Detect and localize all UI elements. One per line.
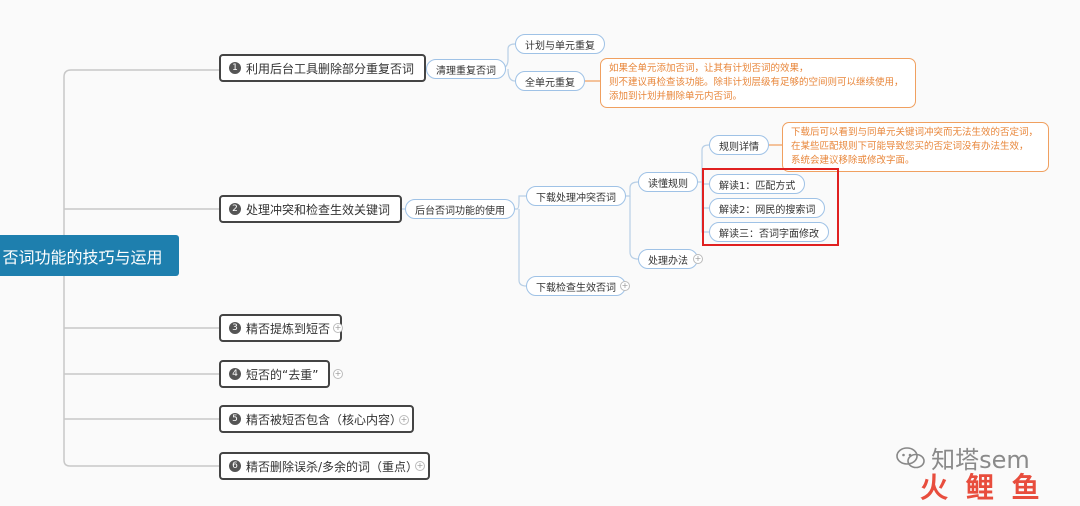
branch-label: 短否的“去重” [246,367,319,382]
branch-label: 精否被短否包含（核心内容） [246,412,403,427]
watermark-brand-text: 火 鲤 鱼 [920,471,1044,504]
subtopic-label: 下载检查生效否词 [536,282,616,294]
b2-rule-detail[interactable]: 规则详情 [709,135,769,155]
subtopic-label: 解读三：否词字面修改 [719,228,819,240]
subtopic-label: 解读1：匹配方式 [719,180,796,192]
watermark-text: 知塔sem [931,446,1030,474]
subtopic-label: 后台否词功能的使用 [415,205,505,217]
b1-child-plan-unit-duplicate[interactable]: 计划与单元重复 [515,34,605,54]
expand-icon[interactable]: + [333,323,343,333]
b2-handling-method[interactable]: 处理办法 [638,249,698,269]
branch-number-badge: 4 [229,368,241,380]
subtopic-label: 读懂规则 [648,178,688,190]
connector-line [690,144,710,183]
branch-number-badge: 6 [229,460,241,472]
wechat-icon [896,446,926,469]
b2-explain-2[interactable]: 解读2：网民的搜索词 [709,198,826,218]
expand-icon[interactable]: + [415,461,425,471]
b2-explain-3[interactable]: 解读三：否词字面修改 [709,222,829,242]
connector-line [63,69,219,78]
branch-4[interactable]: 4 短否的“去重” [219,360,331,388]
branch-2[interactable]: 2 处理冲突和检查生效关键词 [219,195,403,223]
root-topic-label: 否词功能的技巧与运用 [2,247,163,267]
branch-1[interactable]: 1 利用后台工具删除部分重复否词 [219,54,427,82]
branch-number-badge: 5 [229,413,241,425]
b2-understand-rules[interactable]: 读懂规则 [638,172,698,192]
note-text: 下载后可以看到与同单元关键词冲突而无法生效的否定词， 在某些匹配规则下可能导致您… [791,127,1039,166]
subtopic-label: 下载处理冲突否词 [536,192,616,204]
connector-line [518,209,527,287]
branch-label: 利用后台工具删除部分重复否词 [246,61,415,76]
expand-icon[interactable]: + [693,254,703,264]
b2-rule-note-callout: 下载后可以看到与同单元关键词冲突而无法生效的否定词， 在某些匹配规则下可能导致您… [782,122,1049,172]
highlight-box [702,168,839,246]
note-text: 如果全单元添加否词，让其有计划否词的效果， 则不建议再检查该功能。除非计划层级有… [609,63,904,102]
branch-5[interactable]: 5 精否被短否包含（核心内容） [219,405,415,433]
branch-number-badge: 2 [229,203,241,215]
connector-line [63,459,219,467]
subtopic-label: 计划与单元重复 [525,40,595,52]
connector-line [507,68,516,82]
branch-label: 精否提炼到短否 [246,321,331,336]
branch-label: 处理冲突和检查生效关键词 [246,202,391,217]
subtopic-label: 规则详情 [719,141,759,153]
root-topic[interactable]: 否词功能的技巧与运用 [0,235,179,276]
b1-subtopic-clean-duplicates[interactable]: 清理重复否词 [426,59,506,79]
subtopic-label: 全单元重复 [525,77,575,89]
subtopic-label: 解读2：网民的搜索词 [719,204,816,216]
branch-number-badge: 3 [229,322,241,334]
b1-child-all-unit-duplicate[interactable]: 全单元重复 [515,71,585,91]
expand-icon[interactable]: + [333,369,343,379]
branch-6[interactable]: 6 精否删除误杀/多余的词（重点） [219,452,431,480]
b1-note-callout: 如果全单元添加否词，让其有计划否词的效果， 则不建议再检查该功能。除非计划层级有… [600,58,916,108]
branch-3[interactable]: 3 精否提炼到短否 [219,314,343,342]
subtopic-label: 清理重复否词 [436,65,496,77]
expand-icon[interactable]: + [399,415,409,425]
watermark-logo: 知塔sem [896,440,1030,475]
connector-line [505,195,526,210]
connector-line [629,196,639,260]
b2-download-conflict[interactable]: 下载处理冲突否词 [526,186,626,206]
branch-number-badge: 1 [229,62,241,74]
connector-line [616,181,639,197]
watermark-brand: 火 鲤 鱼 [920,466,1044,506]
b2-subtopic-backend-negatives[interactable]: 后台否词功能的使用 [405,199,515,219]
subtopic-label: 处理办法 [648,255,688,267]
b2-download-check[interactable]: 下载检查生效否词 [526,276,626,296]
b2-explain-1[interactable]: 解读1：匹配方式 [709,174,806,194]
branch-label: 精否删除误杀/多余的词（重点） [246,459,419,474]
expand-icon[interactable]: + [620,281,630,291]
